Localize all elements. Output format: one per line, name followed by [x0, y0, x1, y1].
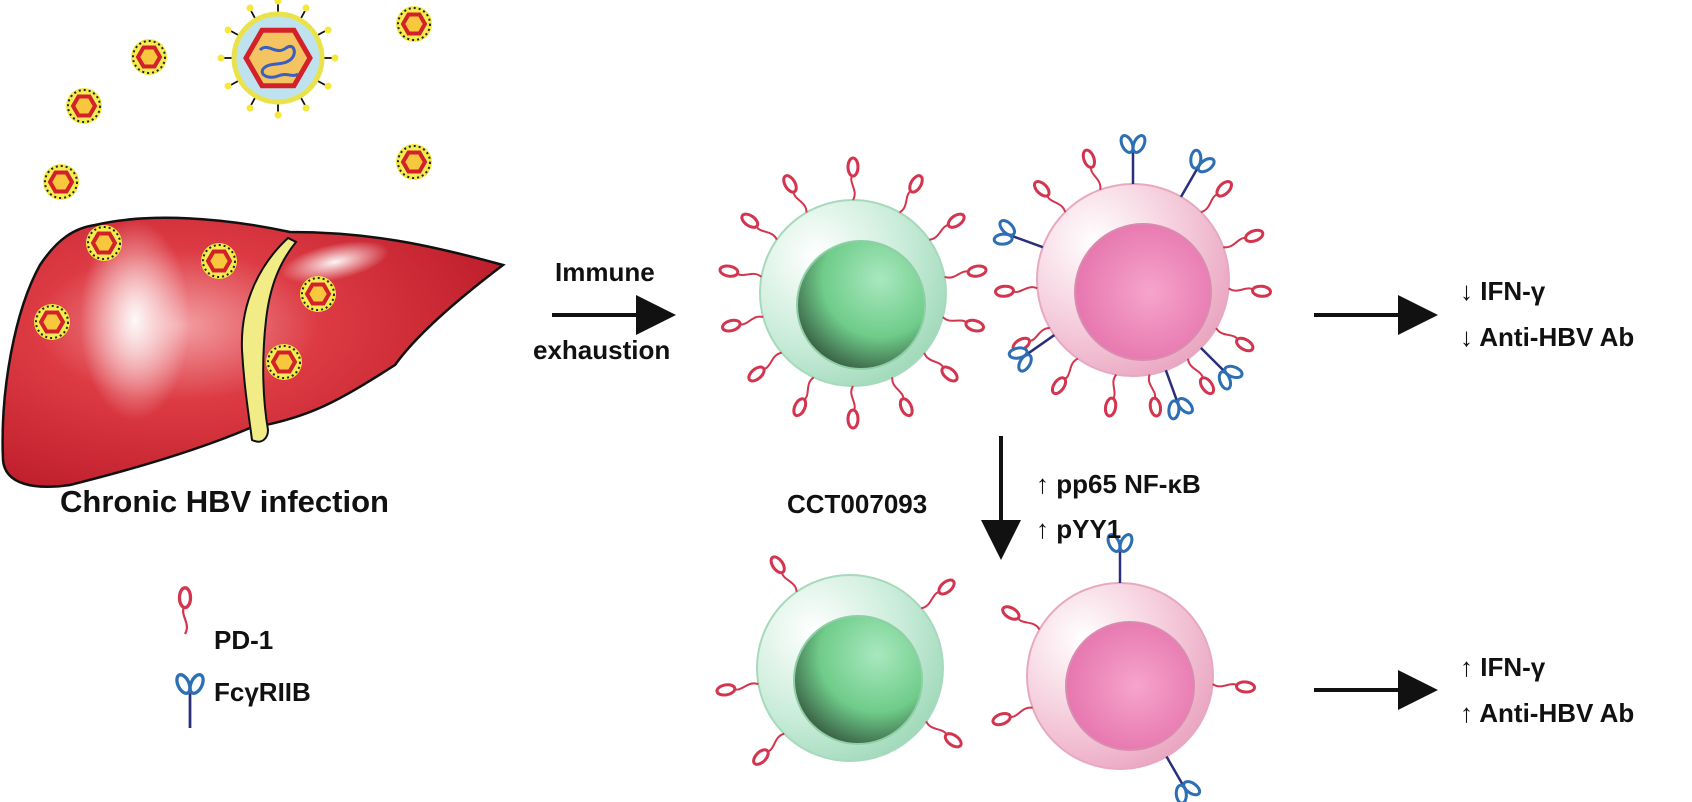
effect-label-1: ↑ pp65 NF-κB [1036, 469, 1201, 499]
outcome-bottom-label-1: ↑ IFN-γ [1460, 652, 1546, 682]
outcome-top-label-1: ↓ IFN-γ [1460, 276, 1546, 306]
drug-label: CCT007093 [787, 489, 928, 519]
outcome-top-label-2: ↓ Anti-HBV Ab [1460, 322, 1635, 352]
legend-pd1-label: PD-1 [214, 625, 274, 655]
b-cell-icon [1036, 183, 1230, 377]
outcome-bottom-label-2: ↑ Anti-HBV Ab [1460, 698, 1635, 728]
hbv-virion-icon [217, 0, 339, 119]
infection-label: Chronic HBV infection [60, 484, 389, 519]
t-cell-icon [759, 199, 947, 387]
legend-fcgriib-icon [172, 671, 208, 730]
immune-label-line1: Immune [555, 257, 655, 287]
t-cell-restored-icon [756, 574, 944, 762]
b-cell-restored-icon [1026, 582, 1214, 770]
liver-icon [1, 216, 506, 488]
immune-label-line2: exhaustion [533, 335, 671, 365]
legend-fcgriib-label: FcγRIIB [214, 677, 311, 707]
effect-label-2: ↑ pYY1 [1036, 514, 1122, 544]
legend-pd1-icon [177, 586, 193, 636]
